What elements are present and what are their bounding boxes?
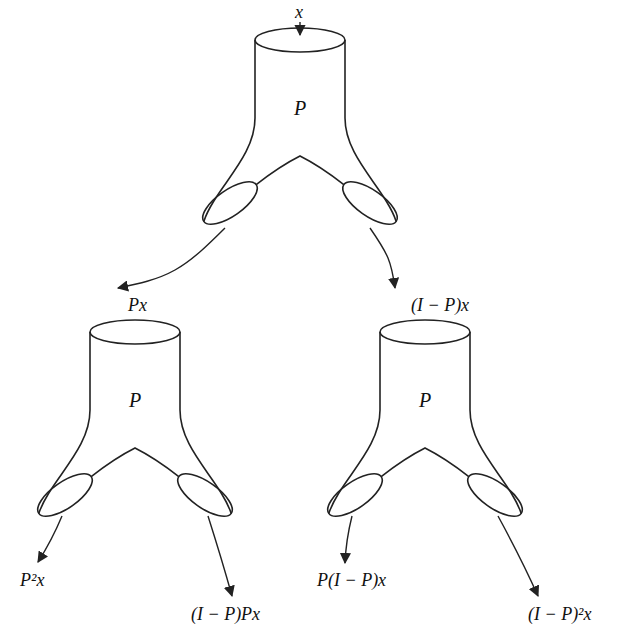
flow-arrow <box>370 228 395 288</box>
vector-label: (I − P)Px <box>191 604 260 624</box>
pipe-opening <box>171 466 238 524</box>
vector-label: Px <box>128 295 147 315</box>
operator-label: P <box>200 96 400 120</box>
pipe-wall <box>381 448 469 477</box>
pipe-opening <box>380 320 470 344</box>
pipe-wall <box>204 40 255 221</box>
vector-label: x <box>295 2 303 22</box>
pipe-splitter: P <box>35 288 235 533</box>
pipe-wall <box>180 332 231 513</box>
pipe-opening <box>461 466 528 524</box>
vector-label: (I − P)x <box>411 295 469 315</box>
output-arrow <box>38 516 62 562</box>
pipe-wall <box>39 332 90 513</box>
pipe-wall <box>329 332 380 513</box>
pipe-wall <box>256 156 344 185</box>
pipe-wall <box>470 332 521 513</box>
pipe-opening <box>336 174 403 232</box>
vector-label: P(I − P)x <box>317 570 386 590</box>
pipe-outline <box>200 28 400 228</box>
pipe-splitter: P <box>325 288 525 533</box>
vector-label: (I − P)²x <box>528 604 592 624</box>
pipe-opening <box>196 174 263 232</box>
pipe-opening <box>90 320 180 344</box>
pipe-wall <box>345 40 396 221</box>
pipe-splitter: P <box>200 28 400 228</box>
output-arrow <box>208 516 232 596</box>
output-arrow <box>498 516 538 596</box>
operator-label: P <box>325 388 525 412</box>
pipe-opening <box>321 466 388 524</box>
flow-arrow <box>118 228 225 288</box>
pipe-wall <box>91 448 179 477</box>
pipe-opening <box>31 466 98 524</box>
operator-label: P <box>35 388 235 412</box>
pipe-opening <box>255 28 345 52</box>
vector-label: P²x <box>20 570 44 590</box>
output-arrow <box>345 516 352 563</box>
